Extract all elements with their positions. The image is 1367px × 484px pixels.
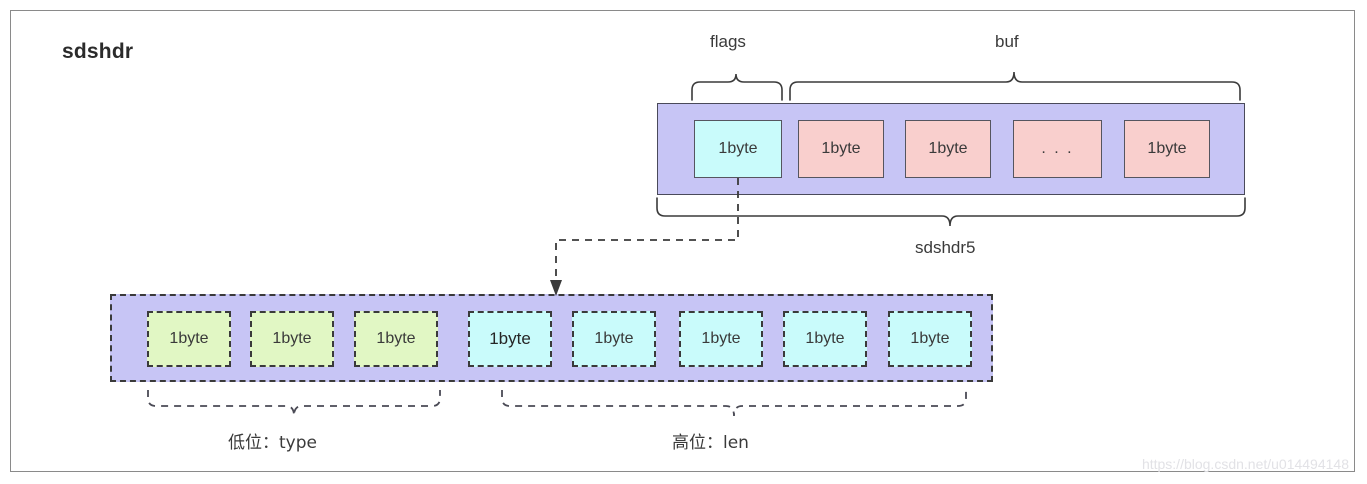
- watermark: https://blog.csdn.net/u014494148: [1141, 456, 1349, 472]
- diagram-frame: [10, 10, 1355, 472]
- bottom-cell-len-2: 1byte: [572, 311, 656, 367]
- brace-label-low-type: 低位：type: [228, 433, 317, 453]
- top-cell-buf-ellipsis: . . .: [1013, 120, 1102, 178]
- top-cell-buf-1: 1byte: [798, 120, 884, 178]
- bottom-cell-type-1: 1byte: [147, 311, 231, 367]
- cell-label: 1byte: [594, 330, 634, 347]
- bottom-cell-type-3: 1byte: [354, 311, 438, 367]
- bottom-cell-len-3: 1byte: [679, 311, 763, 367]
- cell-label: 1byte: [910, 330, 950, 347]
- cell-label: 1byte: [718, 140, 758, 157]
- bottom-cell-type-2: 1byte: [250, 311, 334, 367]
- brace-label-buf: buf: [995, 32, 1019, 51]
- brace-label-high-len: 高位：len: [672, 433, 749, 453]
- cell-label: 1byte: [701, 330, 741, 347]
- cell-label: 1byte: [489, 329, 531, 348]
- bottom-cell-len-5: 1byte: [888, 311, 972, 367]
- brace-label-sdshdr5: sdshdr5: [915, 238, 976, 257]
- cell-label: 1byte: [928, 140, 968, 157]
- top-cell-buf-2: 1byte: [905, 120, 991, 178]
- cell-label: 1byte: [821, 140, 861, 157]
- top-cell-buf-3: 1byte: [1124, 120, 1210, 178]
- cell-label: 1byte: [272, 330, 312, 347]
- bottom-cell-len-1: 1byte: [468, 311, 552, 367]
- brace-label-flags: flags: [710, 32, 746, 51]
- top-cell-flags: 1byte: [694, 120, 782, 178]
- cell-label: . . .: [1041, 140, 1074, 157]
- cell-label: 1byte: [805, 330, 845, 347]
- bottom-cell-len-4: 1byte: [783, 311, 867, 367]
- page-title: sdshdr: [62, 40, 134, 63]
- cell-label: 1byte: [1147, 140, 1187, 157]
- cell-label: 1byte: [376, 330, 416, 347]
- cell-label: 1byte: [169, 330, 209, 347]
